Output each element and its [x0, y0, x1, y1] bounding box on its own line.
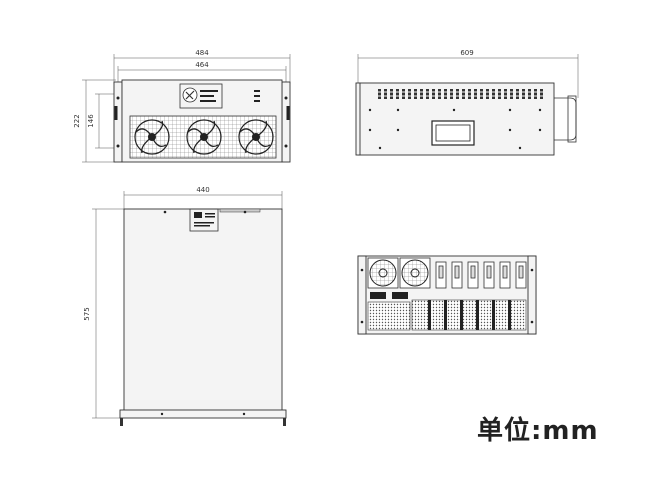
top-view: 440 575 — [83, 186, 287, 426]
rear-handle — [554, 97, 577, 141]
side-view: 609 — [355, 49, 579, 156]
connector — [370, 292, 386, 299]
front-fan-icon — [238, 119, 274, 155]
svg-text:575: 575 — [83, 307, 91, 320]
side-vents — [376, 89, 546, 99]
front-fan-icon — [186, 119, 222, 155]
front-view: 484 464 222 146 — [73, 49, 291, 163]
svg-text:440: 440 — [196, 186, 209, 194]
front-label-plate — [179, 83, 223, 109]
left-rack-ear — [113, 81, 123, 163]
rear-view — [357, 255, 537, 335]
dim-top-depth: 575 — [83, 208, 124, 419]
svg-text:146: 146 — [87, 114, 95, 128]
dim-overall-width: 484 — [113, 49, 291, 84]
rear-vent-left — [367, 301, 411, 331]
svg-text:609: 609 — [460, 49, 473, 57]
right-rack-ear — [281, 81, 291, 163]
front-fan-icon — [134, 119, 170, 155]
left-handle — [114, 106, 118, 120]
unit-label: 单位:mm — [477, 416, 599, 446]
svg-text:484: 484 — [195, 49, 209, 57]
connector — [392, 292, 408, 299]
dim-top-width: 440 — [123, 186, 283, 210]
right-handle — [286, 106, 290, 120]
top-panel — [123, 208, 283, 413]
dim-overall-height: 222 — [73, 79, 116, 163]
svg-text:464: 464 — [195, 61, 209, 69]
module-handles — [435, 261, 527, 289]
rear-fan-icon — [399, 257, 431, 289]
dim-depth: 609 — [357, 49, 579, 98]
dim-rack-height: 146 — [87, 93, 114, 149]
dim-inner-width: 464 — [117, 61, 287, 84]
svg-text:222: 222 — [73, 114, 81, 127]
top-label-plate — [189, 208, 219, 232]
rear-fan-icon — [367, 257, 399, 289]
top-front-ear — [119, 409, 287, 419]
